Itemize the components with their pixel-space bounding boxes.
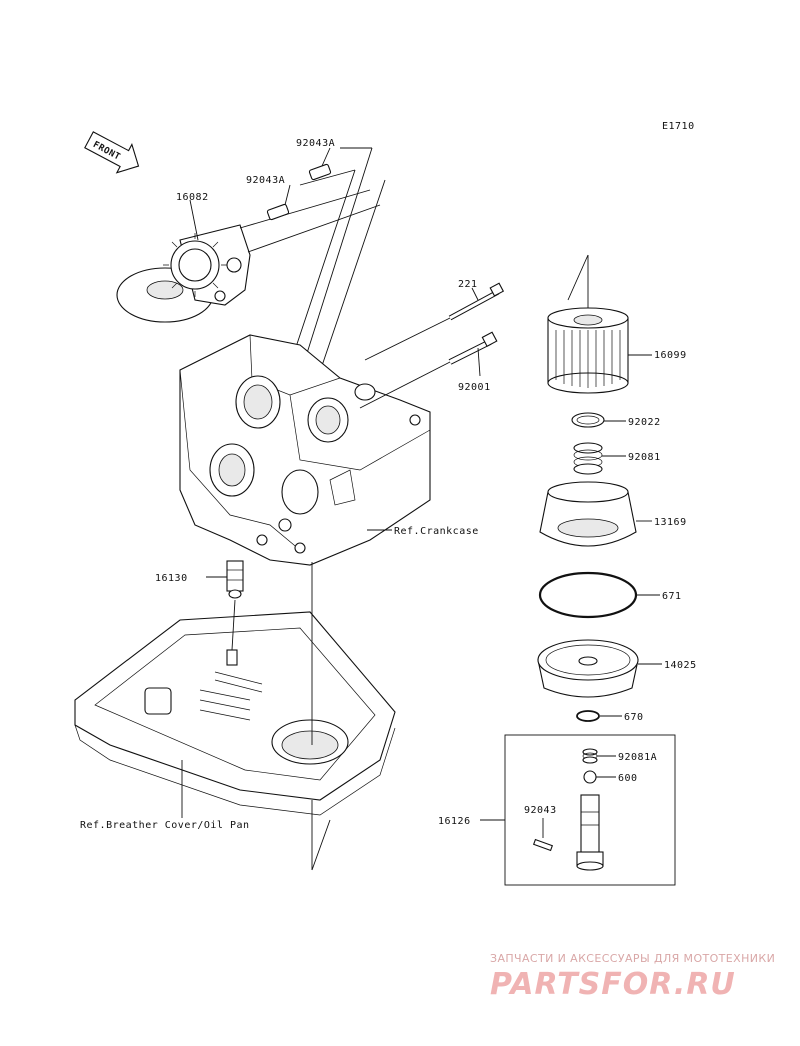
bolt-92001 (359, 331, 498, 409)
label-92043A-top: 92043A (296, 138, 335, 149)
label-14025: 14025 (664, 660, 697, 671)
label-16099: 16099 (654, 350, 687, 361)
label-92081: 92081 (628, 452, 661, 463)
oil-filter-16099 (547, 307, 629, 394)
ball-600 (583, 770, 597, 784)
cover-13169 (539, 481, 637, 547)
oil-pan (74, 611, 396, 816)
label-92081A: 92081A (618, 752, 657, 763)
plate-14025 (537, 639, 639, 698)
label-92043: 92043 (524, 805, 557, 816)
strainer-16130 (226, 560, 244, 599)
diagram-code: E1710 (662, 121, 695, 132)
label-600: 600 (618, 773, 638, 784)
label-13169: 13169 (654, 517, 687, 528)
relief-valve-body (576, 794, 604, 871)
label-16126: 16126 (438, 816, 471, 827)
label-92001: 92001 (458, 382, 491, 393)
o-ring-671 (538, 571, 638, 619)
spring-92081 (573, 442, 603, 475)
bolt-221 (364, 282, 505, 361)
o-ring-670 (576, 710, 600, 722)
dowel-pin-92043A-top (308, 163, 332, 181)
label-16130: 16130 (155, 573, 188, 584)
spring-92081A (582, 748, 598, 764)
label-92043A-mid: 92043A (246, 175, 285, 186)
ring-92022 (571, 412, 605, 428)
label-92022: 92022 (628, 417, 661, 428)
front-arrow-icon: FRONT (84, 131, 140, 174)
label-221: 221 (458, 279, 478, 290)
label-16082: 16082 (176, 192, 209, 203)
dowel-pin-92043A-mid (266, 203, 290, 221)
pin-92043 (532, 838, 554, 852)
crankcase (179, 334, 431, 566)
watermark-tagline: ЗАПЧАСТИ И АКСЕССУАРЫ ДЛЯ МОТОТЕХНИКИ (490, 952, 775, 965)
label-670: 670 (624, 712, 644, 723)
oil-pump-16082 (116, 189, 381, 323)
relief-valve-box-16126 (504, 734, 676, 886)
label-ref-crankcase: Ref.Crankcase (394, 526, 479, 537)
watermark-logo: PARTSFOR.RU (490, 967, 736, 1002)
label-ref-breather: Ref.Breather Cover/Oil Pan (80, 820, 250, 831)
label-671: 671 (662, 591, 682, 602)
